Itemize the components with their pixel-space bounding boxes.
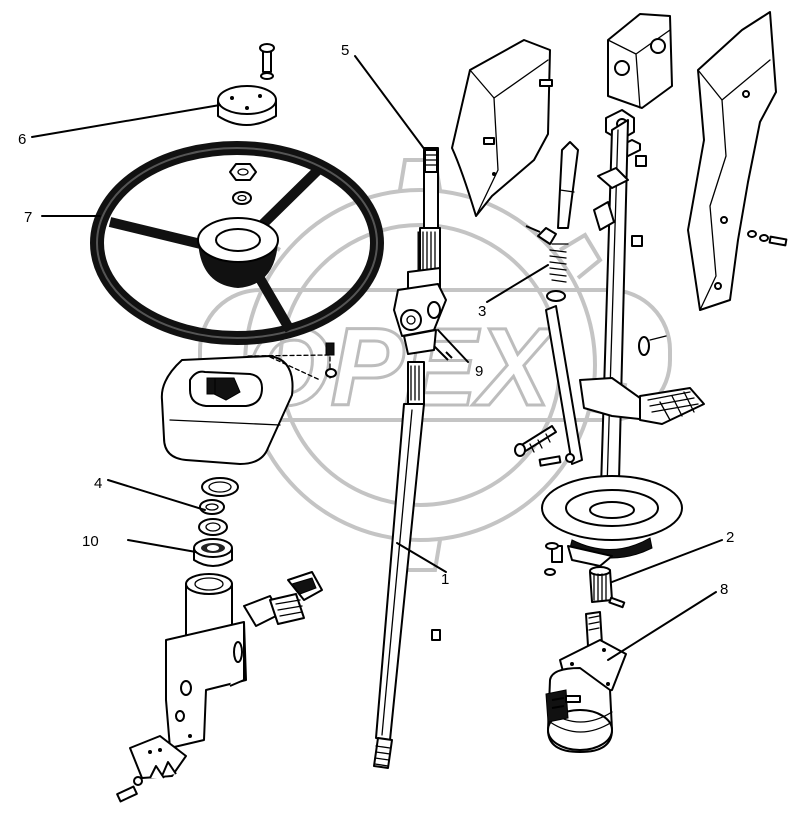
leader-line-4 [107,479,206,511]
horn-housing-icon [160,342,337,465]
steering-pump-icon [545,611,627,753]
pedal-lever-icon [545,305,705,465]
lock-plate-icon [243,571,323,627]
callout-7: 7 [24,209,32,226]
callout-6: 6 [18,131,26,148]
bearing-icon [193,538,233,567]
callout-labels: 1 2 3 4 5 6 7 8 9 10 [18,42,734,598]
callout-2: 2 [726,529,734,546]
upper-shaft-icon [417,147,441,275]
callout-10: 10 [82,533,99,550]
bracket-clip-icon [116,735,187,803]
leader-line-8 [607,591,717,661]
spring-icon [525,225,569,302]
callout-8: 8 [720,581,728,598]
callout-3: 3 [478,303,486,320]
leader-line-2 [611,539,723,583]
callout-4: 4 [94,475,102,492]
column-bracket-icon [165,573,247,749]
snap-ring-icon [198,477,239,536]
pin-icon [557,141,579,229]
bolt-icon [514,425,575,467]
leader-line-1 [396,542,447,573]
hub-nut-icon [229,163,257,205]
universal-joint-icon [393,267,453,361]
callout-1: 1 [441,571,449,588]
column-cover-right-icon [687,11,788,311]
mounting-flange-icon [541,475,683,576]
spline-coupling-icon [589,566,626,609]
callout-9: 9 [475,363,483,380]
horn-cap-icon [217,43,277,126]
leader-line-10 [127,539,197,553]
leader-line-5 [354,55,426,151]
leader-line-3 [486,264,549,303]
column-tube-icon [593,13,673,521]
leader-line-9 [437,329,469,363]
callout-leaders [31,55,723,661]
steering-wheel-icon [90,141,384,345]
callout-5: 5 [341,42,349,59]
column-cover-left-icon [451,39,553,217]
leader-line-6 [31,104,221,138]
steering-shaft-icon [373,361,441,769]
